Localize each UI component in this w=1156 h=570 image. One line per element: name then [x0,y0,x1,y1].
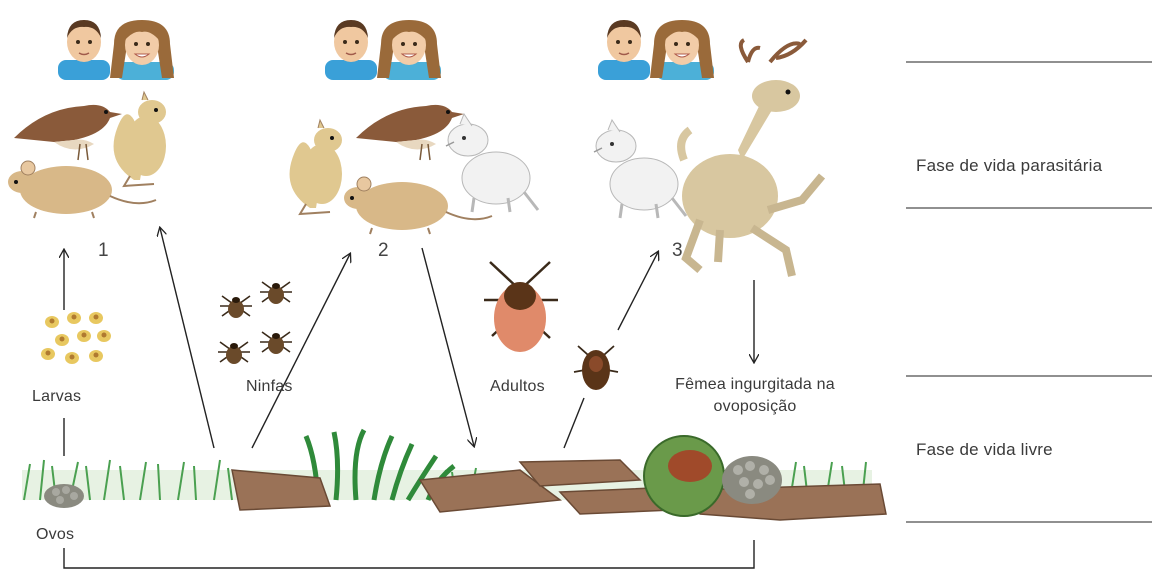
stage-number-1: 1 [98,240,109,262]
eggs-cluster-female [722,456,782,504]
free-living-phase-label: Fase de vida livre [916,440,1053,460]
bird-host-1 [14,105,122,160]
nymphs-label: Ninfas [246,378,293,396]
adult-tick-small [574,346,618,390]
cycle-arrows [64,228,754,568]
children-illustration-3 [598,20,714,80]
eggs-cluster-ground [44,484,84,508]
nymph-ticks [218,282,292,364]
adult-tick-large [484,262,558,352]
bird-host-2 [356,105,464,160]
ground-vegetation [22,430,886,520]
adults-label: Adultos [490,378,545,396]
engorged-female-tick [644,436,724,516]
stage-number-3: 3 [672,240,683,262]
stage-number-2: 2 [378,240,389,262]
children-illustration-2 [325,20,441,80]
dog-host-2 [446,114,538,212]
larvae-label: Larvas [32,388,81,406]
eggs-label: Ovos [36,526,74,544]
parasitic-phase-label: Fase de vida parasitária [916,156,1102,176]
engorged-female-label: Fêmea ingurgitada na ovoposição [655,374,855,418]
squirrel-host-2 [290,120,342,214]
larvae-cluster [41,312,111,364]
children-illustration-1 [58,20,174,80]
squirrel-host-1 [114,92,166,186]
dog-host-3 [594,120,686,218]
